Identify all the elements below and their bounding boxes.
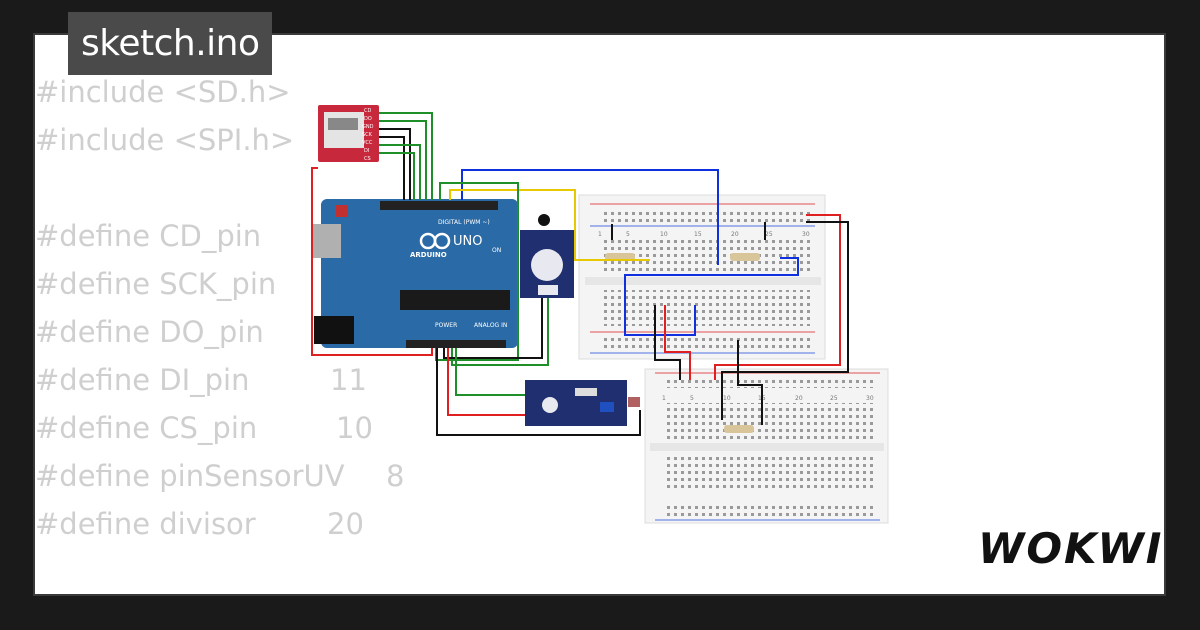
sd-pin-label: SCK [362, 132, 373, 138]
bb-num: 20 [795, 395, 803, 402]
bb-num: 15 [694, 231, 702, 238]
sd-pin-label: GND [362, 124, 374, 130]
temperature-sensor-module[interactable] [520, 214, 574, 298]
reset-button[interactable] [336, 205, 348, 217]
sd-pin-label: CS [364, 156, 371, 162]
bb-num: 25 [765, 231, 773, 238]
bb-num: 30 [802, 231, 810, 238]
light-sensor-module[interactable] [525, 380, 640, 426]
sd-card-module[interactable]: CD DO GND SCK VCC DI CS [318, 105, 379, 162]
define-value: 10 [336, 411, 373, 445]
bb-num: 5 [626, 231, 630, 238]
board-brand-label: ARDUINO [410, 251, 447, 259]
define-value: 20 [327, 507, 364, 541]
digital-label: DIGITAL (PWM ~) [438, 219, 490, 226]
bb-num: 1 [598, 231, 602, 238]
bb-num: 10 [660, 231, 668, 238]
on-label: ON [492, 247, 501, 254]
arduino-uno-board[interactable]: UNO ARDUINO DIGITAL (PWM ~) POWER ANALOG… [311, 199, 518, 348]
sd-pin-label: DO [364, 116, 372, 122]
code-line: #include <SPI.h> [35, 123, 295, 157]
resistor[interactable] [730, 253, 760, 261]
analog-label: ANALOG IN [474, 322, 507, 329]
code-line: #define SCK_pin [35, 267, 277, 301]
breadboard-top: 1 5 10 15 20 25 30 [578, 194, 826, 360]
sd-pin-label: DI [364, 148, 369, 154]
bb-num: 5 [690, 395, 694, 402]
bb-num: 10 [723, 395, 731, 402]
define-value: 8 [386, 459, 405, 493]
breadboard-bottom: 1 5 10 15 20 25 30 [644, 368, 889, 524]
bb-num: 25 [830, 395, 838, 402]
wires [311, 112, 849, 436]
define-value: 11 [330, 363, 367, 397]
board-model-label: UNO [453, 234, 482, 249]
code-line: #define CD_pin [35, 219, 262, 253]
bb-num: 20 [731, 231, 739, 238]
sd-pin-label: VCC [362, 140, 373, 146]
sd-pin-label: CD [364, 108, 371, 114]
wokwi-logo: WOKWI [978, 524, 1164, 573]
file-tab[interactable]: sketch.ino [68, 12, 273, 75]
code-line: #include <SD.h> [35, 75, 291, 109]
power-label: POWER [435, 322, 457, 329]
bb-num: 30 [866, 395, 874, 402]
code-editor: #include <SD.h> #include <SPI.h> #define… [35, 72, 404, 552]
resistor[interactable] [724, 425, 754, 433]
bb-num: 1 [662, 395, 666, 402]
